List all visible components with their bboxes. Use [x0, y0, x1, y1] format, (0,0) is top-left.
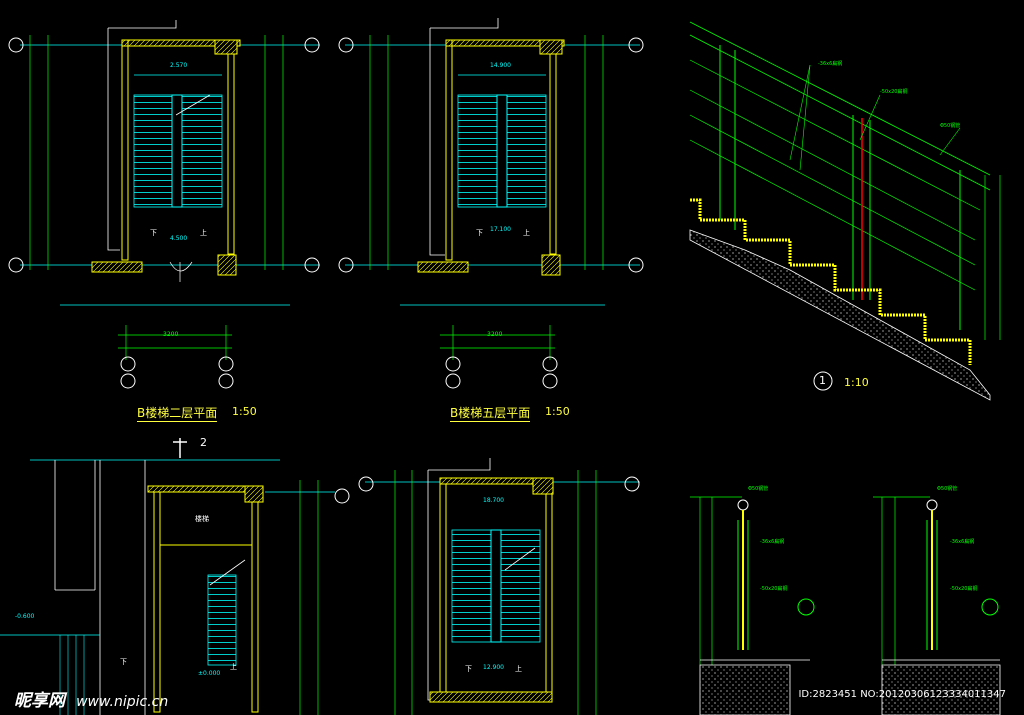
detail-2-note-2: -36x6扁钢 — [760, 539, 785, 545]
detail-3 — [873, 496, 1001, 715]
plan-d-level-1: 18.700 — [483, 497, 504, 504]
plan-b-level-2: 17.100 — [490, 226, 511, 233]
detail-2-note-3: -50x20扁钢 — [760, 586, 788, 592]
plan-a-dim-total: 3200 — [163, 331, 179, 338]
plan-b-down: 下 — [476, 229, 483, 237]
plan-b-dim-total: 3200 — [487, 331, 503, 338]
detail-2-note-1: Φ50钢管 — [748, 486, 769, 492]
plan-c-level-2: ±0.000 — [198, 670, 221, 677]
section-mark-2: 2 — [200, 436, 207, 449]
watermark-id: ID:2823451 NO:20120306123334011347 — [798, 689, 1006, 700]
detail-3-note-3: -50x20扁钢 — [950, 586, 978, 592]
plan-b-level-1: 14.900 — [490, 62, 511, 69]
plan-b-scale: 1:50 — [545, 405, 570, 418]
plan-a-level-1: 2.570 — [170, 62, 188, 69]
detail-1-note-1: -36x6扁钢 — [818, 61, 843, 67]
detail-3-note-1: Φ50钢管 — [937, 486, 958, 492]
detail-1 — [689, 21, 1001, 401]
plan-a-scale: 1:50 — [232, 405, 257, 418]
plan-c-up: 上 — [230, 663, 237, 671]
watermark-url: www.nipic.cn — [76, 694, 169, 710]
plan-b-title: B楼梯五层平面 — [450, 406, 531, 422]
detail-2 — [690, 496, 815, 715]
plan-a-level-2: 4.500 — [170, 235, 188, 242]
detail-1-note-3: Φ50钢管 — [940, 123, 961, 129]
watermark-brand: 昵享网 — [14, 691, 65, 711]
plan-c-down: 下 — [120, 658, 127, 666]
plan-a-up: 上 — [200, 229, 207, 237]
plan-d — [358, 458, 640, 715]
watermark: 昵享网 www.nipic.cn — [14, 686, 168, 711]
plan-c-room: 楼梯 — [195, 515, 209, 523]
detail-1-scale: 1:10 — [844, 376, 869, 389]
plan-a-down: 下 — [150, 229, 157, 237]
plan-d-level-2: 12.900 — [483, 664, 504, 671]
plan-d-down: 下 — [465, 665, 472, 673]
plan-a-title: B楼梯二层平面 — [137, 406, 218, 422]
detail-1-number: 1 — [819, 374, 826, 387]
plan-d-up: 上 — [515, 665, 522, 673]
plan-b-up: 上 — [523, 229, 530, 237]
plan-c — [0, 438, 350, 715]
detail-1-note-2: -50x20扁钢 — [880, 89, 908, 95]
detail-3-note-2: -36x6扁钢 — [950, 539, 975, 545]
plan-b — [338, 18, 644, 389]
plan-a — [8, 20, 320, 389]
plan-c-level-1: -0.600 — [15, 613, 35, 620]
